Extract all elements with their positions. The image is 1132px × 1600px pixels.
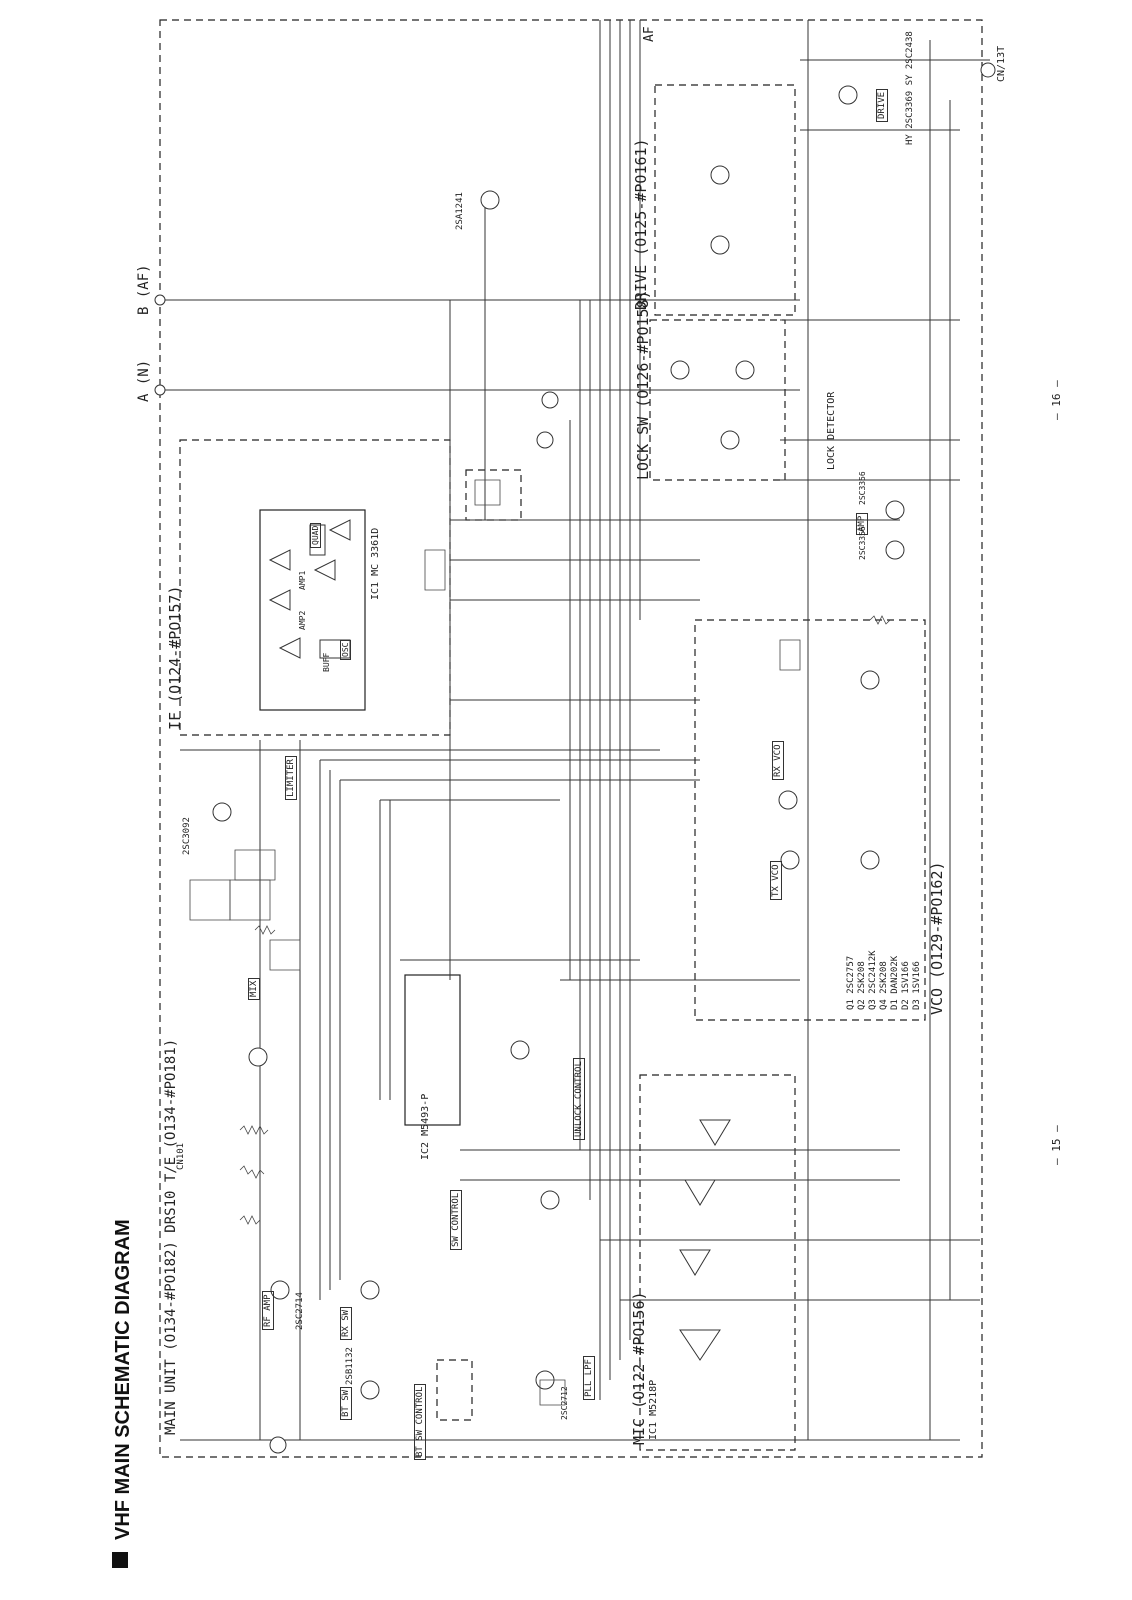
transistor-vco-q4 [778, 790, 798, 810]
vco-part: Q1 2SC2757 [846, 955, 856, 1010]
transistor-vco-q1 [860, 670, 880, 690]
transistor-q1 [270, 1280, 290, 1300]
sw-control-block-border [436, 1359, 473, 1421]
transistor-q15 [510, 1040, 530, 1060]
transistor-q3-main [212, 802, 232, 822]
main-unit-label: MAIN UNIT (O134-#PO182) DRS10 T/E (O134-… [163, 1038, 179, 1435]
transistor-q21 [536, 431, 554, 449]
transistor-q9 [541, 391, 559, 409]
antenna-connector [269, 1436, 287, 1454]
buff-label: BUFF [322, 652, 331, 672]
osc-label: OSC [340, 639, 351, 660]
q17-part-label: 2SC3356 [858, 471, 867, 505]
unlock-control-label: UNLOCK CONTROL [573, 1058, 585, 1140]
connector-cn-label: CN/13T [996, 45, 1007, 82]
opamp-ic2-2-2 [699, 1119, 731, 1146]
transistor-q18 [480, 190, 500, 210]
transistor-lock-q1 [720, 430, 740, 450]
q19-part-label: HY 2SC3369 SY 2SC2438 [905, 31, 915, 145]
opamp-ic1-1-2 [679, 1329, 721, 1361]
drive-block-label: DRIVE (O125-#PO161) [632, 138, 650, 310]
vco-block-border [694, 619, 926, 1021]
amp1-label: AMP1 [298, 570, 307, 590]
connector-af-label: AF [642, 26, 657, 42]
transistor-vco-q2 [780, 850, 800, 870]
q18-part-label: 2SA1241 [455, 192, 465, 230]
transistor-q5 [360, 1280, 380, 1300]
bt-sw-label: BT SW [340, 1386, 352, 1420]
mic-block-label: MIC (O122-#PO156) [630, 1291, 648, 1445]
transistor-q17 [885, 500, 905, 520]
ic1-internal-amps [268, 519, 351, 659]
if-block-border [179, 439, 451, 736]
ic1-if-label: IC1 MC 3361D [370, 527, 381, 600]
page-number-right: — 16 — [1050, 380, 1063, 420]
transistor-q16 [885, 540, 905, 560]
horizontal-wires [160, 59, 990, 1441]
vco-part: Q2 2SK208 [857, 961, 867, 1010]
drive-block-border [654, 84, 796, 316]
rx-vco-label: RX VCO [772, 741, 784, 780]
lock-sw-block-label: LOCK SW (O126-#PO158) [634, 290, 652, 480]
vco-part: Q4 2SK208 [879, 961, 889, 1010]
passive-components [189, 479, 891, 1406]
vco-part: D2 1SV166 [901, 961, 911, 1010]
mic-opamps [679, 1119, 731, 1361]
transistor-q19 [838, 85, 858, 105]
opamp-ic2-1-2 [679, 1249, 711, 1276]
bt-sw-control-label: BT SW CONTROL [414, 1383, 426, 1460]
transistor-q6 [360, 1380, 380, 1400]
transistor-drive-q1 [710, 165, 730, 185]
q13-part-label: 2SC2712 [560, 1386, 569, 1420]
main-unit-border [159, 19, 983, 1458]
rf-amp-label: RF AMP [262, 1291, 274, 1330]
q16-part-label: 2SC3356 [858, 526, 867, 560]
transistor-lock-q3 [670, 360, 690, 380]
transistors [212, 85, 905, 1400]
transistor-q11 [540, 1190, 560, 1210]
lock-sw-block-border [649, 319, 786, 481]
limiter-label: LIMITER [285, 756, 297, 800]
ic2-pll-label: IC2 M5493-P [420, 1093, 431, 1160]
quad-label: QUAD [310, 522, 321, 548]
q6-part-label: 2SB1132 [345, 1347, 355, 1385]
terminal-a [154, 384, 166, 396]
connector-cn101-label: CN101 [176, 1142, 186, 1170]
transistor-drive-q2 [710, 235, 730, 255]
amp2-label: AMP2 [298, 610, 307, 630]
transistor-q2-main [248, 1047, 268, 1067]
sw-control-label: SW CONTROL [450, 1189, 462, 1250]
mic-block-border [639, 1074, 796, 1451]
vco-part: D1 DAN202K [890, 955, 900, 1010]
terminal-b [154, 294, 166, 306]
opamp-ic1-2-2 [684, 1179, 716, 1206]
bus-wires [259, 20, 951, 1440]
vco-part: Q3 2SC2412K [868, 950, 878, 1010]
vco-part: D3 1SV166 [912, 961, 922, 1010]
mic-ic1-label: IC1 M5218P [648, 1379, 659, 1440]
page-number-left: — 15 — [1050, 1125, 1063, 1165]
coil-block-border [465, 469, 522, 521]
tx-vco-label: TX VCO [770, 861, 782, 900]
output-connector [980, 62, 996, 78]
q1-part-label: 2SC2714 [295, 1292, 305, 1330]
q3-part-label: 2SC3092 [182, 817, 192, 855]
diagram-title: VHF MAIN SCHEMATIC DIAGRAM [112, 1219, 134, 1540]
title-bullet-icon [112, 1552, 128, 1568]
transistor-lock-q2 [735, 360, 755, 380]
ic1-if-body [259, 509, 366, 711]
connector-a-label: A (N) [136, 359, 152, 402]
if-block-label: IF (O124-#PO157) [166, 585, 184, 731]
lock-detector-label: LOCK DETECTOR [826, 391, 837, 470]
ic2-pll-body [404, 974, 461, 1126]
mix-label: MIX [248, 977, 260, 1000]
transistor-vco-q3 [860, 850, 880, 870]
rx-sw-label: RX SW [340, 1306, 352, 1340]
drive-label: DRIVE [876, 88, 888, 122]
pll-lpf-label: PLL LPF [583, 1356, 595, 1400]
connector-b-label: B (AF) [136, 264, 152, 315]
vco-block-label: VCO (O129-#PO162) [928, 861, 946, 1015]
